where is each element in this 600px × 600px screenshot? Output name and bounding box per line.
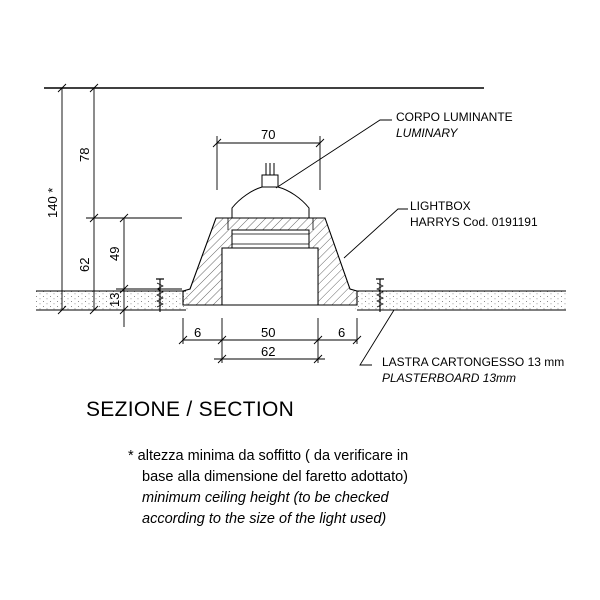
note-line-3: minimum ceiling height (to be checked	[142, 490, 389, 506]
screw-right-icon	[376, 278, 384, 312]
section-title: SEZIONE / SECTION	[86, 398, 295, 421]
dim-lamp-width: 70	[261, 127, 275, 142]
dim-upper-gap: 78	[77, 148, 92, 162]
label-plasterboard-it: LASTRA CARTONGESSO 13 mm	[382, 355, 564, 369]
dim-inner-height: 49	[107, 247, 122, 261]
label-luminary-en: LUMINARY	[396, 126, 459, 140]
note-line-4: according to the size of the light used)	[142, 511, 387, 527]
dim-total-height: 140 *	[45, 188, 60, 218]
dim-side-right: 6	[338, 325, 345, 340]
ceiling-height-note: * altezza minima da soffitto ( da verifi…	[128, 446, 558, 530]
screw-left-icon	[156, 278, 164, 312]
lamp-icon	[227, 163, 314, 249]
dim-box-height: 62	[77, 258, 92, 272]
dim-cut-out: 62	[261, 344, 275, 359]
dim-board-thickness: 13	[107, 293, 122, 307]
dim-opening: 50	[261, 325, 275, 340]
leader-lines	[275, 119, 408, 366]
label-lightbox-code: HARRYS Cod. 0191191	[410, 215, 538, 229]
dim-side-left: 6	[194, 325, 201, 340]
vertical-dimensions	[56, 83, 182, 327]
label-luminary-it: CORPO LUMINANTE	[396, 110, 513, 124]
note-line-2: base alla dimensione del faretto adottat…	[142, 469, 409, 485]
lightbox-body	[182, 217, 358, 306]
horizontal-dimensions	[178, 136, 362, 364]
label-plasterboard-en: PLASTERBOARD 13mm	[382, 371, 516, 385]
note-line-1: * altezza minima da soffitto ( da verifi…	[128, 448, 409, 464]
label-lightbox: LIGHTBOX	[410, 199, 471, 213]
